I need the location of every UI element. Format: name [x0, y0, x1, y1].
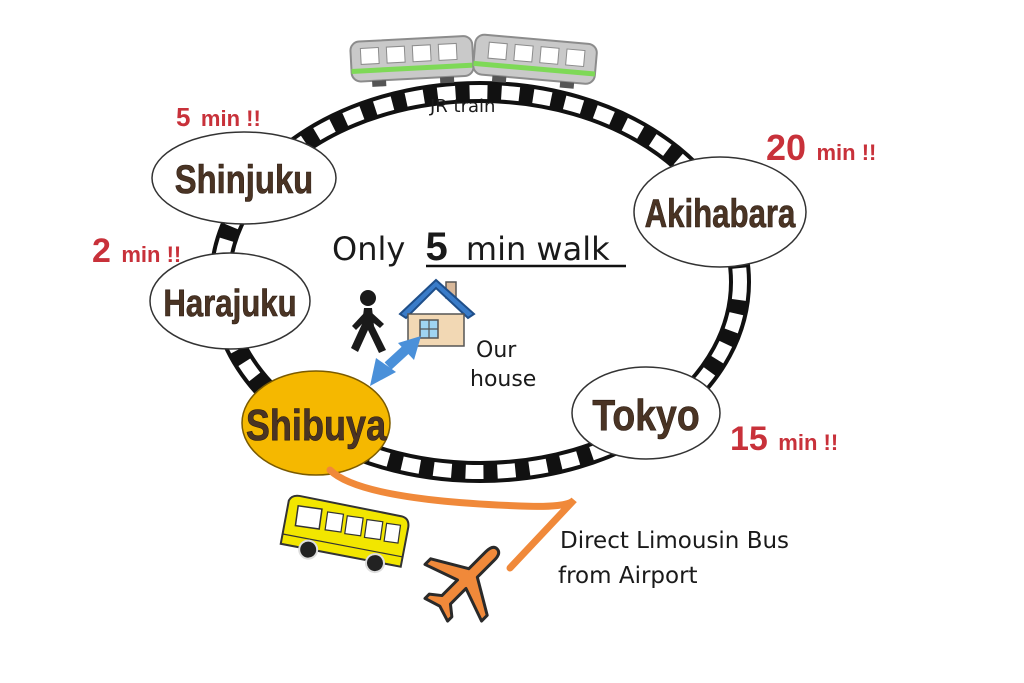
walk-suffix: min walk	[466, 230, 610, 268]
harajuku-time-unit: min !!	[121, 242, 181, 267]
bus-label-line1: Direct Limousin Bus	[560, 528, 789, 554]
house-icon	[398, 278, 476, 347]
station-harajuku[interactable]: Harajuku	[149, 252, 311, 350]
tokyo-time-number: 15	[730, 420, 768, 458]
house-label-line1: Our	[476, 338, 517, 363]
airplane-icon	[423, 545, 501, 623]
station-shinjuku-label: Shinjuku	[175, 157, 313, 202]
railway-label: JR train	[429, 96, 495, 117]
walking-person-icon	[351, 290, 386, 353]
station-tokyo[interactable]: Tokyo	[571, 366, 721, 460]
shinjuku-time-number: 5	[176, 102, 190, 132]
station-harajuku-label: Harajuku	[163, 283, 296, 325]
house-label-line2: house	[470, 367, 536, 392]
tokyo-time: 15 min !!	[730, 420, 838, 458]
bus-icon	[279, 494, 410, 574]
station-shinjuku[interactable]: Shinjuku	[151, 131, 337, 225]
station-shibuya-label: Shibuya	[246, 401, 387, 450]
walk-headline: Only 5 min walk	[332, 225, 610, 269]
harajuku-time-number: 2	[92, 232, 111, 270]
akihabara-time: 20 min !!	[766, 127, 876, 168]
bus-label-line2: from Airport	[558, 563, 698, 589]
double-arrow-icon	[370, 336, 421, 386]
tokyo-time-unit: min !!	[778, 430, 838, 455]
walk-prefix: Only	[332, 230, 405, 268]
station-shibuya[interactable]: Shibuya	[241, 370, 391, 476]
station-akihabara-label: Akihabara	[645, 191, 797, 236]
akihabara-time-unit: min !!	[817, 140, 877, 165]
harajuku-time: 2 min !!	[92, 232, 181, 270]
station-tokyo-label: Tokyo	[592, 390, 699, 440]
train-icon	[349, 33, 598, 89]
shinjuku-time: 5 min !!	[176, 102, 261, 132]
walk-number: 5	[425, 225, 447, 269]
shinjuku-time-unit: min !!	[201, 106, 261, 131]
akihabara-time-number: 20	[766, 127, 806, 168]
airport-route-line	[326, 466, 577, 572]
station-akihabara[interactable]: Akihabara	[633, 156, 807, 268]
